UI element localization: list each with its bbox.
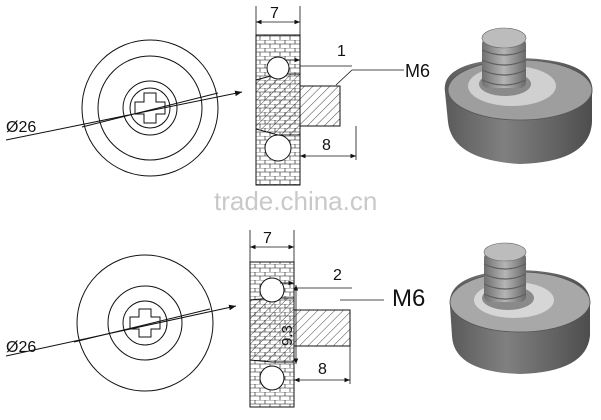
top-thread-label: M6 <box>405 61 430 81</box>
bottom-front-view <box>5 254 237 392</box>
top-depth-label: 1 <box>337 43 346 60</box>
bottom-section-view <box>249 230 384 408</box>
bottom-diameter-label: Ø26 <box>6 339 36 356</box>
top-front-view <box>5 39 243 177</box>
watermark-text: trade.china.cn <box>214 186 377 216</box>
top-diameter-label: Ø26 <box>6 119 36 136</box>
bottom-depth-label: 2 <box>333 267 342 284</box>
top-magnet-render <box>444 27 593 164</box>
top-section-view <box>255 6 404 186</box>
top-length-label: 8 <box>322 137 331 154</box>
bottom-width-label: 7 <box>263 230 272 247</box>
top-width-label: 7 <box>270 5 279 22</box>
bottom-magnet-render <box>449 242 591 374</box>
bottom-length-label: 8 <box>318 361 327 378</box>
bottom-thread-label: M6 <box>392 285 425 312</box>
bottom-height-label: 9.3 <box>279 325 296 346</box>
